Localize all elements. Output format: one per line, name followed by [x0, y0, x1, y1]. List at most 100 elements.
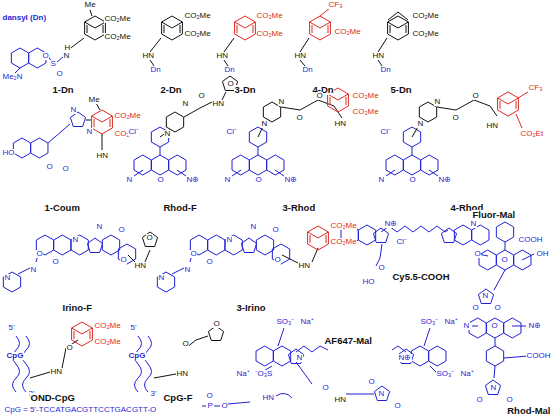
atom-label: N⊕	[438, 176, 452, 184]
atom-label: O	[62, 165, 69, 173]
compound-name: 3-Dn	[234, 85, 256, 95]
atom-label: N	[182, 100, 189, 108]
atom-label: N	[250, 223, 257, 231]
atom-label: O	[494, 304, 501, 312]
atom-label: O	[394, 402, 401, 410]
atom-label: N	[226, 236, 233, 244]
compound-name: Rhod-F	[163, 203, 197, 213]
atom-label: CO₂Me	[256, 30, 283, 38]
atom-label: N	[30, 266, 37, 274]
atom-label: O	[296, 114, 303, 122]
atom-label: O	[472, 304, 479, 312]
atom-label: SO₃⁻	[276, 318, 295, 326]
atom-label: Dn	[302, 66, 313, 74]
atom-label: N	[378, 390, 385, 398]
atom-label: O	[221, 402, 228, 410]
atom-label: HN	[298, 262, 311, 270]
atom-label: N	[70, 106, 77, 114]
atom-label: O	[368, 378, 375, 386]
atom-label: HO	[2, 149, 15, 157]
atom-label: O	[316, 92, 323, 100]
atom-label: O	[227, 80, 234, 88]
atom-label: N	[158, 274, 165, 282]
atom-label: O	[452, 114, 459, 122]
atom-label: O	[118, 226, 125, 234]
atom-label: N	[184, 266, 191, 274]
atom-label: N⊕	[398, 354, 412, 362]
atom-label: O	[120, 256, 127, 264]
atom-label: N	[72, 236, 79, 244]
compound-name: Cy5.5-COOH	[392, 272, 450, 282]
atom-label: O	[255, 176, 262, 184]
atom-label: 5'	[130, 324, 137, 332]
atom-label: Na⁺	[236, 370, 250, 378]
atom-label: N	[470, 220, 477, 228]
atom-label: CO₂Me	[412, 12, 439, 20]
atom-label: O	[213, 320, 220, 328]
atom-label: N	[378, 176, 385, 184]
atom-label: N	[417, 120, 424, 128]
atom-label: N⊕	[384, 220, 398, 228]
atom-label: HN	[334, 120, 347, 128]
atom-label: N	[463, 322, 470, 330]
atom-label: O	[206, 258, 213, 266]
atom-label: O	[66, 344, 73, 352]
atom-label: N⊕	[528, 322, 542, 330]
atom-label: O	[476, 396, 483, 404]
atom-label: N	[63, 52, 70, 60]
atom-label: 5'	[8, 324, 15, 332]
atom-label: O	[42, 52, 49, 60]
atom-label: CO₂Me	[114, 112, 141, 120]
atom-label: CpG	[128, 352, 146, 360]
atom-label: Me	[84, 1, 96, 9]
atom-label: O	[409, 176, 416, 184]
atom-label: N⊕	[284, 176, 298, 184]
atom-label: Na⁺	[444, 318, 458, 326]
atom-label: HN	[486, 122, 499, 130]
atom-label: O	[157, 176, 164, 184]
compound-name: OND-CpG	[30, 393, 75, 403]
atom-label: OH	[536, 250, 549, 258]
atom-label: dansyl (Dn)	[2, 14, 47, 22]
compound-name: 5-Dn	[390, 85, 412, 95]
atom-label: CpG	[6, 352, 24, 360]
atom-label: O	[182, 340, 189, 348]
atom-label: Cl⁻	[128, 128, 140, 136]
atom-label: HN	[50, 368, 63, 376]
atom-label: 3'	[150, 390, 157, 398]
atom-label: O	[46, 163, 53, 171]
atom-label: HN	[216, 52, 229, 60]
atom-label: HN	[96, 152, 109, 160]
atom-label: CO₂Me	[184, 30, 211, 38]
atom-label: N	[434, 98, 441, 106]
compound-name: Rhod-Mal	[507, 406, 551, 416]
atom-label: ⁻O₃S	[254, 370, 273, 378]
atom-label: O	[206, 392, 213, 400]
atom-label: CO₂Me	[334, 28, 361, 36]
atom-label: Na⁺	[460, 370, 474, 378]
atom-label: P	[207, 402, 213, 410]
atom-label: Dn	[380, 66, 391, 74]
atom-label: CO₂Me	[256, 12, 283, 20]
atom-label: CO₂Me	[94, 322, 121, 330]
atom-label: O	[274, 256, 281, 264]
atom-label: Na⁺	[300, 318, 314, 326]
atom-label: COOH	[526, 352, 551, 360]
atom-label: SO₃⁻	[420, 318, 439, 326]
atom-label: HN	[262, 394, 275, 402]
atom-label: HO	[362, 278, 375, 286]
atom-label: CO₂Et	[520, 130, 544, 138]
atom-label: CO₂Me	[104, 33, 131, 41]
atom-label: CO₂Me	[352, 92, 379, 100]
atom-label: CO₂Me	[184, 12, 211, 20]
compound-name: 1-Dn	[52, 85, 74, 95]
atom-label: O	[472, 92, 479, 100]
atom-label: HN	[334, 396, 347, 404]
atom-label: CpG = 5'-TCCATGACGTTCCTGACGTT-O	[4, 406, 157, 414]
atom-label: O	[474, 250, 481, 258]
atom-label: N	[4, 274, 11, 282]
atom-label: HN	[176, 370, 189, 378]
atom-label: N⊕	[186, 176, 200, 184]
atom-label: CO₂Me	[412, 30, 439, 38]
atom-label: O	[190, 250, 197, 258]
